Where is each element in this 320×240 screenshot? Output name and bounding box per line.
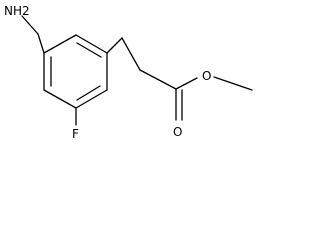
bond-ch2-b-to-carbonyl [139,69,177,90]
ring-bond-top [75,34,108,54]
bond-ester-o-to-methyl [213,76,253,91]
bond-ring-to-ch2 [37,33,45,54]
ring-bond-upper-left [43,34,77,54]
amine-label: NH2 [4,4,30,18]
ring-bond-lower-right [75,89,108,109]
structure-diagram: NH2 F O O [4,4,253,141]
bond-carbonyl-to-ester-o [175,77,198,90]
ring-double-bond-lower-right [76,85,101,101]
bond-ch2-a-to-ch2-b [121,37,141,71]
carbonyl-oxygen-label: O [173,125,182,139]
ester-oxygen-label: O [202,69,211,83]
benzene-ring [43,34,108,109]
aromatic-double-bonds [50,42,102,101]
bond-ch2-to-n [21,15,39,35]
ring-double-bond-top [76,42,102,58]
bond-ring-to-ch2-a [106,37,123,54]
fluorine-label: F [72,127,79,141]
ring-bond-lower-left [43,89,77,109]
